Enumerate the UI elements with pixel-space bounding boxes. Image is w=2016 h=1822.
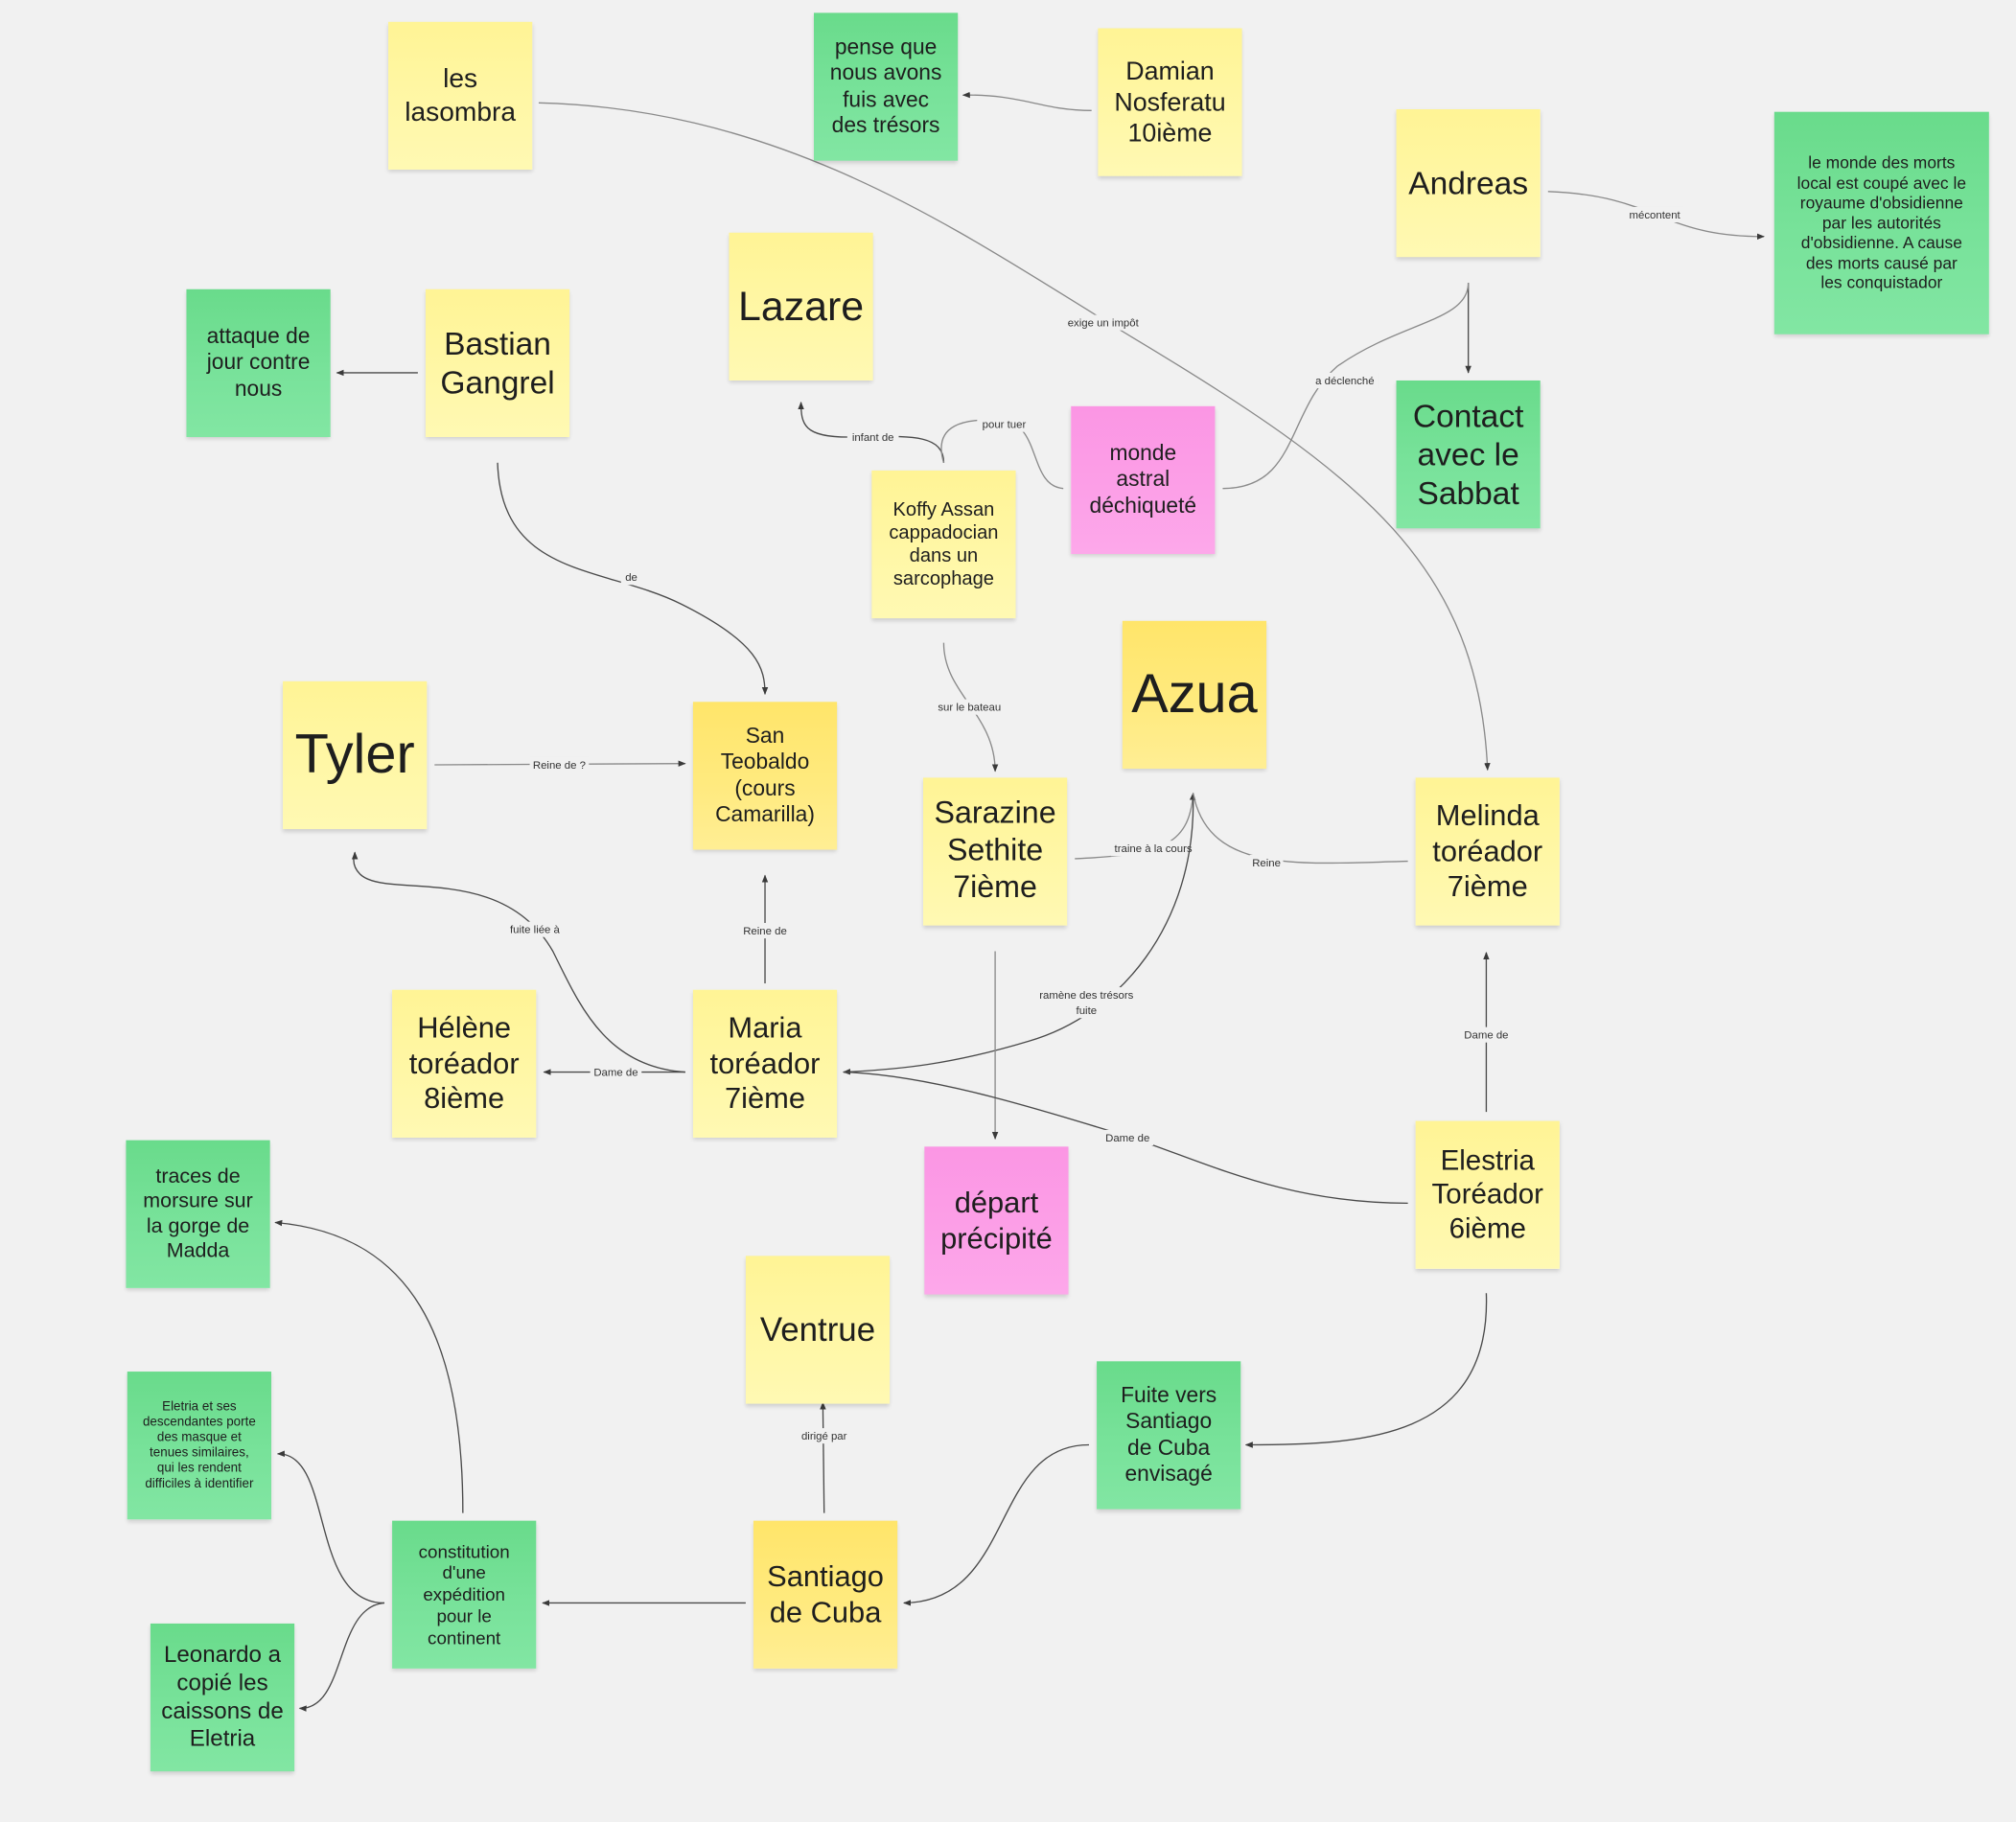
edge-lasombra-melinda[interactable] xyxy=(538,102,1491,772)
edge-label-sur-le-bateau: sur le bateau xyxy=(938,703,1001,714)
edge-label-fuite-liee: fuite liée à xyxy=(510,925,561,936)
edge-label-de: de xyxy=(625,572,637,584)
note-san-teobaldo[interactable]: San Teobaldo (cours Camarilla) xyxy=(692,702,838,850)
edge-azua-maria[interactable] xyxy=(843,796,1194,1075)
note-constitution[interactable]: constitution d'une expédition pour le co… xyxy=(392,1520,537,1669)
note-pense-que[interactable]: pense que nous avons fuis avec des tréso… xyxy=(813,12,959,161)
note-tyler[interactable]: Tyler xyxy=(283,680,428,830)
note-koffy-assan[interactable]: Koffy Assan cappadocian dans un sarcopha… xyxy=(871,470,1016,619)
note-sarazine-sethite[interactable]: Sarazine Sethite 7ième xyxy=(922,777,1068,926)
note-helene-toreador[interactable]: Hélène toréador 8ième xyxy=(392,989,537,1138)
edge-label-dame-de-maria: Dame de xyxy=(1105,1133,1149,1144)
note-bastian-gangrel[interactable]: Bastian Gangrel xyxy=(425,288,570,438)
edge-label-dirige-par: dirigé par xyxy=(801,1431,847,1442)
edge-fuite-santiago[interactable] xyxy=(903,1443,1089,1606)
note-les-lasombra[interactable]: les lasombra xyxy=(388,21,533,171)
note-contact-sabbat[interactable]: Contact avec le Sabbat xyxy=(1396,380,1541,529)
note-eletria-desc[interactable]: Eletria et ses descendantes porte des ma… xyxy=(127,1372,271,1520)
note-leonardo[interactable]: Leonardo a copié les caissons de Eletria xyxy=(150,1623,295,1772)
note-monde-astral[interactable]: monde astral déchiqueté xyxy=(1071,405,1216,555)
edge-label-exige: exige un impôt xyxy=(1068,318,1140,330)
note-traces-morsure[interactable]: traces de morsure sur la gorge de Madda xyxy=(126,1140,270,1288)
note-lazare[interactable]: Lazare xyxy=(729,232,873,381)
edge-constitution-traces[interactable] xyxy=(274,1219,464,1513)
edge-label-a-declenche: a déclenché xyxy=(1315,376,1374,387)
note-maria-toreador[interactable]: Maria toréador 7ième xyxy=(692,989,838,1138)
edge-label-reine-de-q: Reine de ? xyxy=(533,760,586,772)
note-ventrue[interactable]: Ventrue xyxy=(745,1256,891,1404)
edge-constitution-eletria-desc[interactable] xyxy=(276,1450,385,1604)
edge-label-dame-de-helene: Dame de xyxy=(593,1068,637,1079)
edge-label-ramene-1: ramène des trésors xyxy=(1039,990,1133,1002)
note-attaque-de-jour[interactable]: attaque de jour contre nous xyxy=(186,288,331,438)
note-monde-des-morts[interactable]: le monde des morts local est coupé avec … xyxy=(1773,111,1989,334)
edge-label-ramene-2: fuite xyxy=(1077,1005,1098,1017)
edge-label-mecontent: mécontent xyxy=(1630,210,1681,221)
note-fuite-santiago[interactable]: Fuite vers Santiago de Cuba envisagé xyxy=(1097,1361,1241,1510)
edge-label-pour-tuer: pour tuer xyxy=(983,420,1027,431)
edge-damian-pense[interactable] xyxy=(962,91,1092,112)
edge-bastian-san-teobaldo[interactable] xyxy=(497,462,769,696)
note-santiago-de-cuba[interactable]: Santiago de Cuba xyxy=(753,1520,898,1669)
note-azua[interactable]: Azua xyxy=(1122,620,1267,770)
note-damian-nosferatu[interactable]: Damian Nosferatu 10ième xyxy=(1098,28,1242,176)
edge-label-infant-de: infant de xyxy=(852,432,894,444)
edge-elestria-fuite[interactable] xyxy=(1244,1293,1488,1448)
edge-label-reine-de: Reine de xyxy=(743,926,787,937)
note-depart-precipite[interactable]: départ précipité xyxy=(924,1146,1069,1295)
edge-astral-andreas[interactable] xyxy=(1222,283,1470,490)
note-elestria-toreador[interactable]: Elestria Toréador 6ième xyxy=(1415,1120,1560,1269)
edge-maria-tyler[interactable] xyxy=(351,851,685,1073)
note-andreas[interactable]: Andreas xyxy=(1396,109,1541,258)
edge-label-traine: traine à la cours xyxy=(1115,843,1193,855)
edge-melinda-azua[interactable] xyxy=(1192,793,1408,865)
edge-label-dame-de-melinda: Dame de xyxy=(1464,1030,1508,1042)
note-melinda-toreador[interactable]: Melinda toréador 7ième xyxy=(1415,777,1560,926)
edge-label-reine: Reine xyxy=(1252,858,1281,869)
edge-constitution-leonardo[interactable] xyxy=(298,1602,385,1712)
